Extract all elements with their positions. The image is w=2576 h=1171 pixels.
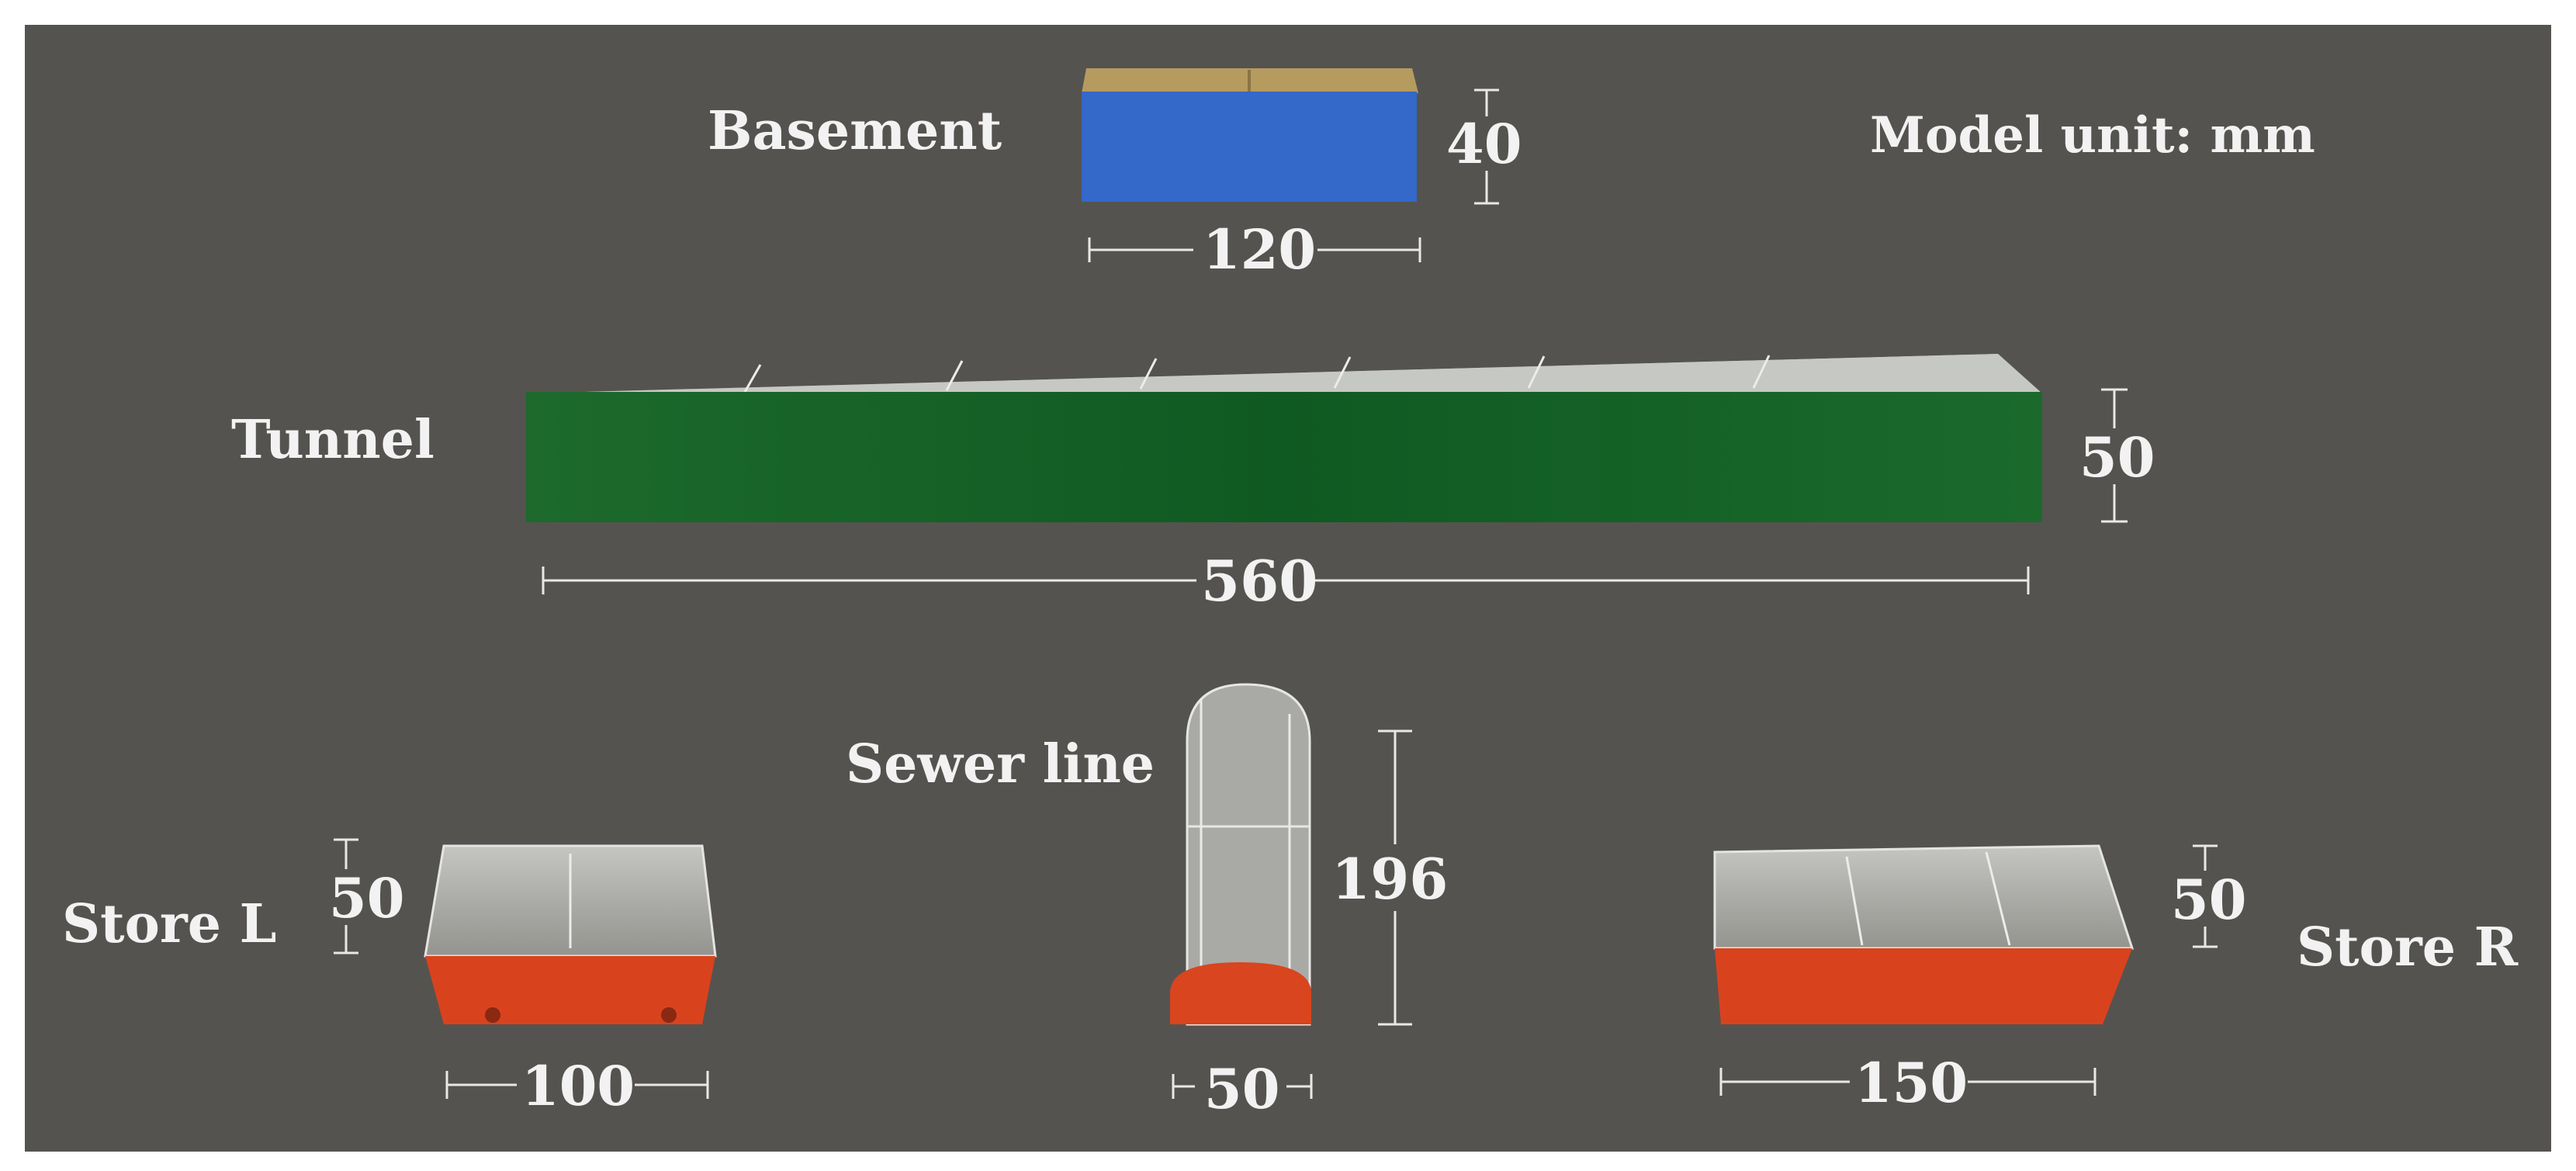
tunnel-model (526, 354, 2042, 522)
store-l-label: Store L (62, 893, 276, 955)
basement-width-dimension: 120 (1088, 217, 1421, 282)
store-r-width-value: 150 (1854, 1051, 1968, 1115)
basement-model (1082, 68, 1418, 202)
store-l-height-dimension: 50 (323, 838, 404, 954)
sewer-line-width-dimension: 50 (1172, 1057, 1313, 1121)
sewer-line-model (1170, 683, 1311, 1026)
tunnel-height-dimension: 50 (2078, 388, 2155, 523)
sewer-line-width-value: 50 (1204, 1057, 1279, 1121)
basement-width-value: 120 (1203, 217, 1316, 282)
store-l-width-value: 100 (521, 1054, 635, 1118)
tunnel-block (526, 392, 2042, 522)
basement-block (1082, 92, 1417, 202)
tunnel-height-value: 50 (2079, 425, 2155, 490)
store-r-model (1713, 844, 2135, 1024)
sewer-line-height-value: 196 (1331, 846, 1448, 912)
store-r-label: Store R (2297, 916, 2519, 979)
basement-height-value: 40 (1446, 112, 1522, 176)
store-l-model (424, 844, 717, 1024)
store-l-height-value: 50 (329, 866, 404, 930)
basement-label: Basement (708, 100, 1002, 162)
sewer-line-end-cap (1170, 962, 1311, 1024)
model-unit-note: Model unit: mm (1870, 106, 2315, 165)
store-r-block (1715, 948, 2132, 1024)
sewer-line-height-dimension: 196 (1331, 729, 1456, 1026)
sewer-line-label: Sewer line (846, 733, 1155, 795)
basement-height-dimension: 40 (1446, 88, 1522, 205)
tunnel-length-value: 560 (1201, 548, 1317, 614)
store-l-width-dimension: 100 (445, 1054, 709, 1118)
store-r-height-value: 50 (2171, 868, 2246, 932)
tunnel-label: Tunnel (231, 409, 435, 471)
store-l-block (425, 956, 715, 1024)
store-r-height-dimension: 50 (2169, 844, 2246, 948)
tunnel-length-dimension: 560 (542, 548, 2030, 614)
store-r-width-dimension: 150 (1719, 1051, 2096, 1115)
